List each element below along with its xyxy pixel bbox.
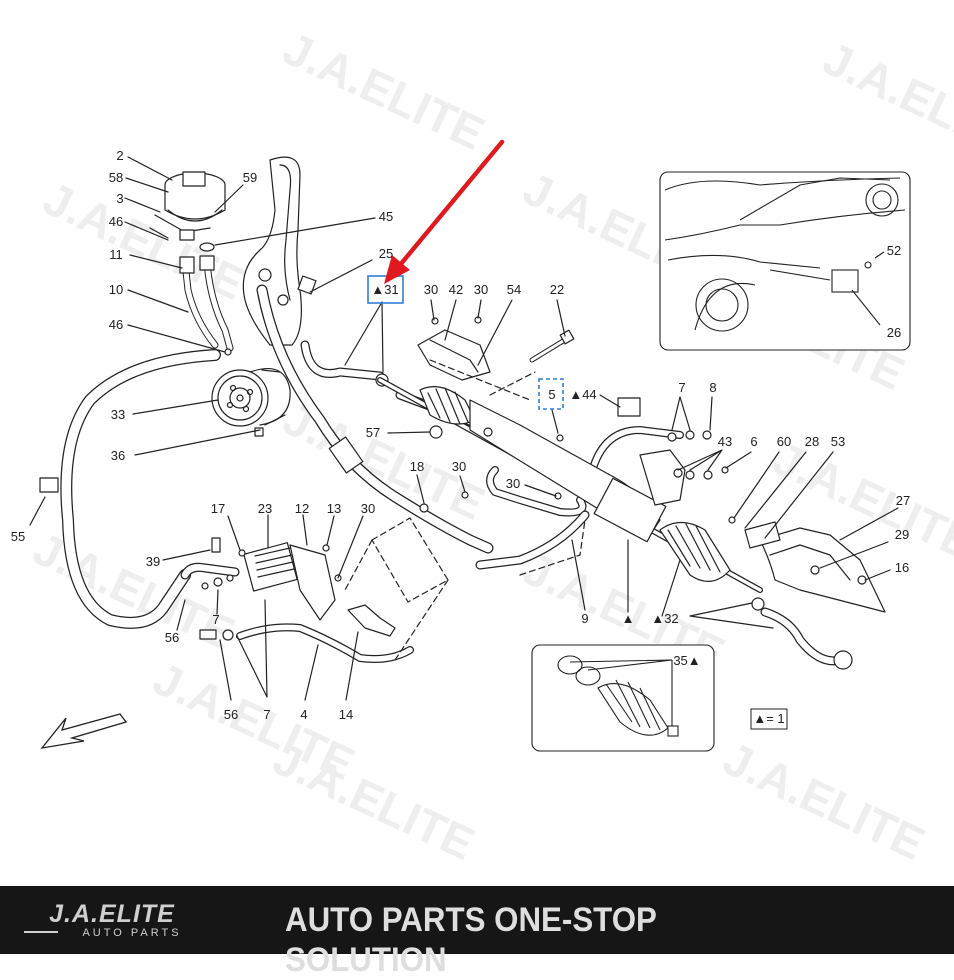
callout-27: 27: [896, 493, 910, 508]
boot-kit-inset: [531, 644, 715, 752]
callout-4: 4: [300, 707, 307, 722]
callout-35: 35▲: [673, 653, 700, 668]
callout-13: 13: [327, 501, 341, 516]
callout-6: 6: [750, 434, 757, 449]
callout-54: 54: [507, 282, 521, 297]
callout-16: 16: [895, 560, 909, 575]
callout-10: 10: [109, 282, 123, 297]
reservoir-part: [149, 171, 226, 252]
callout-59: 59: [243, 170, 257, 185]
callout-39: 39: [146, 554, 160, 569]
legend-box: ▲= 1: [750, 708, 788, 730]
callout-14: 14: [339, 707, 353, 722]
highlight-box-5: [538, 378, 564, 410]
callout-30: 30: [361, 501, 375, 516]
footer-banner: J.A.ELITE AUTO PARTS AUTO PARTS ONE-STOP…: [0, 886, 954, 979]
callout-44: ▲44: [569, 387, 596, 402]
callout-30: 30: [424, 282, 438, 297]
callout-11: 11: [109, 247, 123, 262]
logo-divider: [24, 931, 58, 933]
footer-tagline: AUTO PARTS ONE-STOP SOLUTION: [285, 901, 657, 979]
callout-17: 17: [211, 501, 225, 516]
callout-12: 12: [295, 501, 309, 516]
callout-28: 28: [805, 434, 819, 449]
red-pointer-arrow-icon: [384, 139, 505, 284]
callout-55: 55: [11, 529, 25, 544]
callout-32: ▲32: [651, 611, 678, 626]
callout-56: 56: [224, 707, 238, 722]
callout-3: 3: [116, 191, 123, 206]
callout-7: 7: [263, 707, 270, 722]
parts-diagram-area: J.A.ELITE J.A.ELITE J.A.ELITE J.A.ELITE …: [11, 22, 954, 870]
callout-2: 2: [116, 148, 123, 163]
callout-31: ▲31: [371, 282, 398, 297]
callout-5: 5: [548, 387, 555, 402]
callout-45: 45: [379, 209, 393, 224]
callout-42: 42: [449, 282, 463, 297]
callout-triangle: ▲: [622, 611, 635, 626]
line-art: [29, 156, 899, 701]
direction-arrow-icon: [40, 713, 128, 749]
brand-logo: J.A.ELITE AUTO PARTS: [22, 900, 202, 944]
svg-text:J.A.ELITE: J.A.ELITE: [816, 32, 954, 170]
callout-33: 33: [111, 407, 125, 422]
callout-52: 52: [887, 243, 901, 258]
logo-subtext: AUTO PARTS: [82, 927, 182, 939]
oil-cooler-part: [243, 542, 336, 621]
callout-26: 26: [887, 325, 901, 340]
callout-58: 58: [109, 170, 123, 185]
callout-25: 25: [379, 246, 393, 261]
callout-7: 7: [212, 612, 219, 627]
callout-56: 56: [165, 630, 179, 645]
callout-29: 29: [895, 527, 909, 542]
callout-18: 18: [410, 459, 424, 474]
callout-57: 57: [366, 425, 380, 440]
steering-rack-part: [377, 377, 765, 611]
callout-30: 30: [474, 282, 488, 297]
callout-53: 53: [831, 434, 845, 449]
callout-30: 30: [506, 476, 520, 491]
svg-text:J.A.ELITE: J.A.ELITE: [716, 732, 933, 870]
svg-text:J.A.ELITE: J.A.ELITE: [276, 22, 493, 160]
callout-7: 7: [678, 380, 685, 395]
callout-36: 36: [111, 448, 125, 463]
callout-43: 43: [718, 434, 732, 449]
callout-8: 8: [709, 380, 716, 395]
logo-text: J.A.ELITE: [49, 900, 175, 928]
highlight-box-31: [367, 275, 404, 304]
vehicle-inset: [659, 171, 911, 351]
svg-text:J.A.ELITE: J.A.ELITE: [266, 732, 483, 870]
callout-9: 9: [581, 611, 588, 626]
legend-label: ▲= 1: [753, 711, 784, 726]
callout-22: 22: [550, 282, 564, 297]
steering-system-diagram: J.A.ELITE J.A.ELITE J.A.ELITE J.A.ELITE …: [11, 22, 954, 870]
callout-23: 23: [258, 501, 272, 516]
callout-labels: 2 58 3 46 11 10 46 33 36 55 59 45 25 ▲31…: [11, 148, 910, 722]
callout-46: 46: [109, 214, 123, 229]
callout-60: 60: [777, 434, 791, 449]
callout-30: 30: [452, 459, 466, 474]
pump-pulley-part: [211, 368, 291, 437]
callout-46: 46: [109, 317, 123, 332]
